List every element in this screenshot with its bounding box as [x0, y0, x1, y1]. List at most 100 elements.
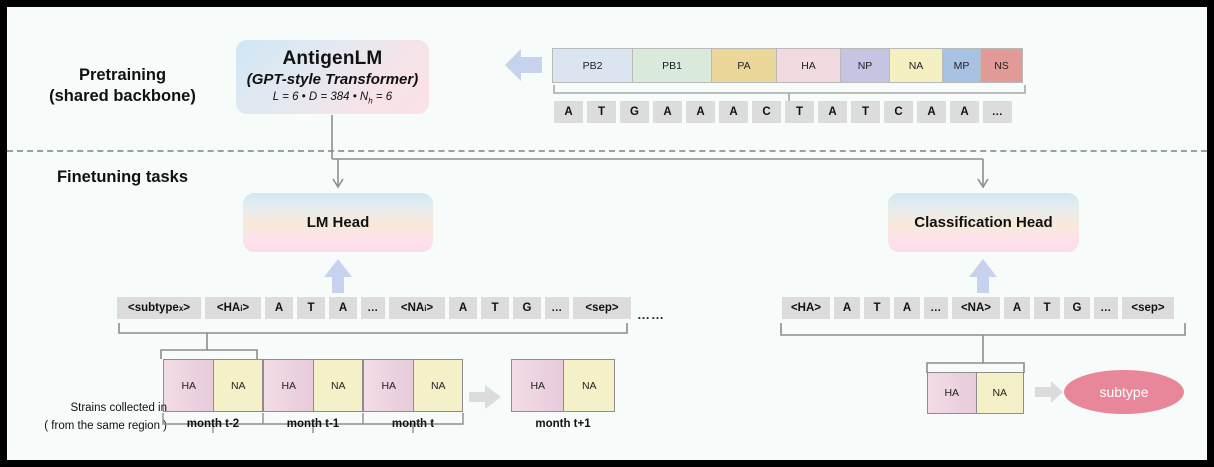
classification-token: <sep>: [1122, 297, 1174, 319]
finetuning-section-label: Finetuning tasks: [56, 168, 189, 186]
predicted-ha-cell: HA: [512, 360, 564, 411]
lm-token: A: [449, 297, 477, 319]
strain-caption-line2: ( from the same region ): [44, 420, 167, 432]
pretraining-token: T: [851, 101, 880, 123]
gene-segment-mp: MP: [943, 49, 981, 82]
strain-ha-cell: HA: [364, 360, 414, 411]
classification-token: A: [894, 297, 920, 319]
classification-head-box: Classification Head: [888, 193, 1079, 252]
classification-token: T: [1034, 297, 1060, 319]
pretraining-token: C: [884, 101, 913, 123]
strain-na-cell: NA: [213, 360, 262, 411]
month-label: month t-2: [186, 418, 240, 430]
classification-token: G: [1064, 297, 1090, 319]
classification-head-label: Classification Head: [914, 214, 1053, 231]
lm-token: …: [545, 297, 569, 319]
strain-ha-cell: HA: [264, 360, 314, 411]
pretraining-token: C: [752, 101, 781, 123]
lm-token-trailing-ellipsis: ……: [637, 307, 665, 322]
lm-token-bracket: [118, 323, 628, 350]
pretraining-label-line2: (shared backbone): [49, 87, 196, 105]
predicted-month-label: month t+1: [535, 418, 591, 430]
strain-timeline-bracket: [162, 413, 464, 433]
lm-head-input-arrow: [324, 259, 352, 293]
lm-token: T: [481, 297, 509, 319]
pretraining-token: A: [917, 101, 946, 123]
classification-strain-pair: HA NA: [927, 372, 1024, 414]
diagram-connectors-layer: [118, 49, 1186, 433]
subtype-arrow: [1035, 381, 1063, 403]
classification-na-cell: NA: [975, 373, 1023, 413]
lm-head-label: LM Head: [306, 214, 370, 231]
pretraining-token: A: [653, 101, 682, 123]
backbone-hyperparams: L = 6 • D = 384 • Nh = 6: [272, 91, 393, 106]
figure-canvas: Pretraining (shared backbone) Finetuning…: [7, 7, 1207, 460]
pretraining-label-line1: Pretraining: [78, 66, 167, 84]
section-divider: [7, 150, 1207, 152]
lm-token: G: [513, 297, 541, 319]
strain-na-cell: NA: [413, 360, 462, 411]
lm-head-box: LM Head: [243, 193, 433, 252]
strain-caption-line1: Strains collected in: [70, 402, 167, 414]
classification-token: …: [1094, 297, 1118, 319]
gene-segment-pa: PA: [712, 49, 777, 82]
strain-caption: Strains collected in ( from the same reg…: [17, 399, 167, 435]
pretraining-token: T: [587, 101, 616, 123]
pretraining-token: A: [818, 101, 847, 123]
classification-token: A: [1004, 297, 1030, 319]
classification-head-input-arrow: [969, 259, 997, 293]
pretraining-token: …: [983, 101, 1012, 123]
pretraining-token: A: [686, 101, 715, 123]
lm-token: T: [297, 297, 325, 319]
classification-token: …: [924, 297, 948, 319]
pretraining-token: A: [950, 101, 979, 123]
gene-segment-na: NA: [890, 49, 943, 82]
gene-segment-pb1: PB1: [633, 49, 712, 82]
month-label: month t-1: [286, 418, 340, 430]
backbone-to-heads-connector: [331, 115, 983, 160]
classification-token: <NA>: [952, 297, 1000, 319]
predicted-na-cell: NA: [563, 360, 614, 411]
classification-token: T: [864, 297, 890, 319]
gene-segment-np: NP: [841, 49, 890, 82]
strain-ha-cell: HA: [164, 360, 214, 411]
pretraining-token: G: [620, 101, 649, 123]
pretraining-token: A: [554, 101, 583, 123]
lm-token: …: [361, 297, 385, 319]
classification-ha-cell: HA: [928, 373, 976, 413]
backbone-title: AntigenLM: [282, 48, 383, 70]
pretraining-token: T: [785, 101, 814, 123]
classification-token: A: [834, 297, 860, 319]
subtype-output-ellipse: subtype: [1064, 370, 1184, 414]
lm-token: <sep>: [573, 297, 631, 319]
lm-token: A: [329, 297, 357, 319]
pretraining-token: A: [719, 101, 748, 123]
month-sequence-arrow: [469, 385, 501, 409]
backbone-subtitle: (GPT-style Transformer): [246, 71, 419, 89]
classification-token-bracket: [780, 323, 1186, 373]
lm-head-down-arrowhead: [332, 159, 344, 189]
gene-segment-pb2: PB2: [553, 49, 633, 82]
classification-head-down-arrowhead: [977, 159, 989, 189]
month-t2-bracket: [160, 349, 258, 359]
month-label: month t: [391, 418, 435, 430]
strain-na-cell: NA: [313, 360, 362, 411]
antigenlm-backbone-box: AntigenLM (GPT-style Transformer) L = 6 …: [236, 40, 429, 114]
classification-token: <HA>: [782, 297, 830, 319]
genebar-to-backbone-arrow: [505, 49, 542, 81]
subtype-output-label: subtype: [1099, 384, 1149, 400]
pretraining-section-label: Pretraining (shared backbone): [20, 65, 225, 107]
genebar-bracket: [553, 85, 1026, 101]
lm-token: A: [265, 297, 293, 319]
